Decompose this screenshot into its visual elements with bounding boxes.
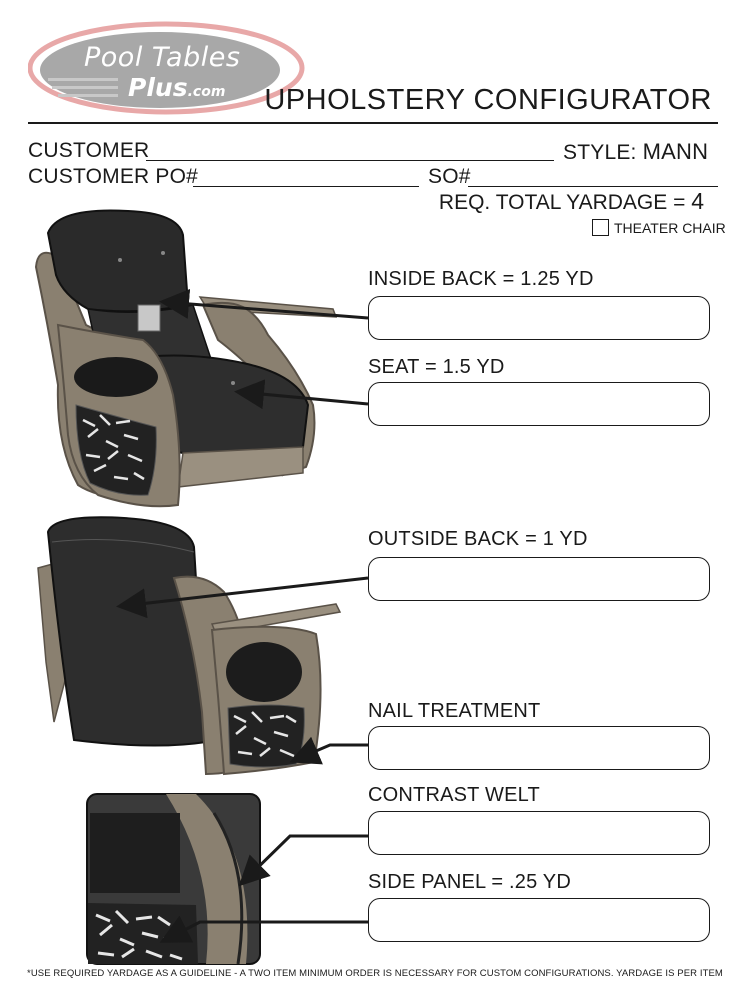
seat-field[interactable] bbox=[368, 382, 710, 426]
customer-label: CUSTOMER bbox=[28, 139, 150, 162]
side-panel-label: SIDE PANEL = .25 YD bbox=[368, 871, 571, 893]
inside-back-field[interactable] bbox=[368, 296, 710, 340]
chair-back-image bbox=[37, 516, 342, 776]
style-label: STYLE: bbox=[563, 141, 637, 164]
nail-treatment-label: NAIL TREATMENT bbox=[368, 700, 541, 722]
customer-field[interactable] bbox=[146, 160, 554, 161]
outside-back-field[interactable] bbox=[368, 557, 710, 601]
inside-back-label: INSIDE BACK = 1.25 YD bbox=[368, 268, 594, 290]
logo-line1: Pool Tables bbox=[84, 42, 241, 73]
logo-oval-icon bbox=[27, 21, 305, 115]
outside-back-label: OUTSIDE BACK = 1 YD bbox=[368, 528, 588, 550]
po-label: CUSTOMER PO# bbox=[28, 165, 199, 188]
page-title: UPHOLSTERY CONFIGURATOR bbox=[264, 84, 712, 116]
style-value: MANN bbox=[642, 139, 709, 164]
title-divider bbox=[28, 122, 718, 124]
total-yardage: REQ. TOTAL YARDAGE = 4 bbox=[439, 188, 704, 215]
brand-logo: Pool Tables Plus.com bbox=[27, 18, 318, 116]
logo-line2: Plus.com bbox=[128, 73, 226, 102]
theater-chair-option[interactable]: THEATER CHAIR bbox=[592, 219, 726, 236]
footer-note: *USE REQUIRED YARDAGE AS A GUIDELINE - A… bbox=[27, 968, 723, 979]
yardage-value: 4 bbox=[691, 188, 704, 214]
so-field[interactable] bbox=[468, 186, 718, 187]
contrast-welt-field[interactable] bbox=[368, 811, 710, 855]
so-label: SO# bbox=[428, 165, 471, 188]
style-row: STYLE: MANN bbox=[563, 139, 708, 165]
contrast-welt-label: CONTRAST WELT bbox=[368, 784, 540, 806]
seat-label: SEAT = 1.5 YD bbox=[368, 356, 505, 378]
po-field[interactable] bbox=[193, 186, 419, 187]
logo-suffix: .com bbox=[187, 84, 226, 100]
theater-chair-checkbox[interactable] bbox=[592, 219, 609, 236]
side-panel-field[interactable] bbox=[368, 898, 710, 942]
yardage-label: REQ. TOTAL YARDAGE = bbox=[438, 191, 686, 214]
nail-treatment-field[interactable] bbox=[368, 726, 710, 770]
theater-chair-label: THEATER CHAIR bbox=[614, 219, 726, 236]
